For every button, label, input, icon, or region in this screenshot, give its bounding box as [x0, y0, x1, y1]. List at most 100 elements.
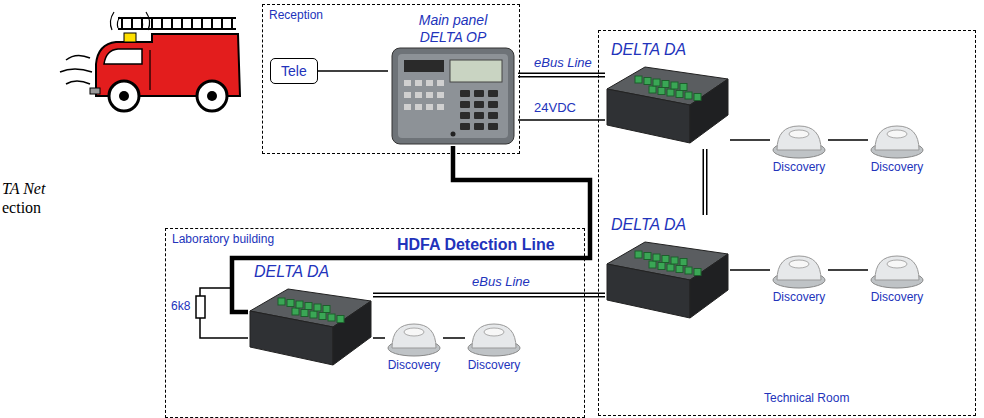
terminal-block	[676, 91, 683, 98]
node-label: Discovery	[770, 160, 828, 175]
node-label: Main panel DELTA OP	[388, 12, 518, 46]
node-label: DELTA DA	[605, 40, 730, 59]
unit-front	[250, 311, 333, 365]
terminal-block	[653, 79, 660, 86]
detector-svg	[770, 250, 828, 290]
panel-key	[460, 112, 470, 119]
detector-dome	[392, 324, 436, 348]
wheels	[109, 81, 139, 111]
detector-image	[871, 256, 923, 288]
ladder-rung	[171, 18, 173, 29]
main-panel: Main panel DELTA OP	[388, 12, 518, 146]
siren-waves	[117, 17, 120, 28]
node-label: Reception	[269, 8, 323, 22]
terminal-block	[658, 88, 665, 95]
connector-line	[518, 73, 605, 78]
terminal-block	[644, 253, 651, 260]
ladder-rung	[211, 18, 213, 29]
terminal-block	[323, 306, 330, 313]
connector	[705, 149, 706, 215]
terminal-block	[653, 254, 660, 261]
detector-dome	[777, 126, 821, 150]
ladder-rung	[231, 18, 233, 29]
terminal-block	[667, 264, 674, 271]
delta-da-image	[248, 281, 373, 371]
terminal-block	[296, 301, 303, 308]
panel-led-display	[404, 60, 444, 72]
detector-image	[468, 324, 520, 356]
siren-light	[124, 33, 136, 42]
terminal-block	[287, 300, 294, 307]
delta-da-unit: DELTA DA	[605, 40, 730, 149]
panel-button	[415, 80, 422, 86]
terminal-block	[694, 94, 701, 101]
node-label: Discovery	[868, 290, 926, 305]
wheels	[109, 81, 227, 111]
terminal-block	[310, 311, 317, 318]
panel-button	[426, 80, 433, 86]
panel-housing	[392, 48, 514, 144]
panel-lock	[451, 132, 456, 137]
terminal-block	[662, 81, 669, 88]
panel-key	[488, 101, 498, 108]
wheels	[119, 91, 129, 101]
terminal-block	[667, 89, 674, 96]
cut-off-note: TA Net	[2, 180, 45, 198]
connector	[828, 270, 868, 271]
node-label: DELTA DA	[605, 215, 730, 234]
ladder-rung	[151, 18, 153, 29]
detector-image	[871, 126, 923, 158]
detector-dome	[472, 324, 516, 348]
line-label: eBus Line	[470, 274, 532, 289]
node-label: Discovery	[770, 290, 828, 305]
speed-lines	[60, 55, 92, 84]
terminal-block	[305, 303, 312, 310]
terminal-block	[649, 86, 656, 93]
panel-button	[404, 80, 411, 86]
unit-side	[333, 301, 371, 365]
detector-svg	[770, 120, 828, 160]
node-label: Discovery	[868, 160, 926, 175]
speed-lines	[60, 69, 92, 72]
node-label: Tele	[281, 63, 307, 79]
connector	[828, 140, 868, 141]
delta-da-unit: DELTA DA	[248, 262, 373, 371]
terminal-block	[680, 84, 687, 91]
detector-chamber	[789, 130, 809, 138]
wheels	[197, 81, 227, 111]
connector-line	[730, 139, 770, 141]
unit-side	[690, 254, 728, 318]
siren-waves	[110, 12, 114, 30]
ladder-rung	[191, 18, 193, 29]
room-region: Laboratory buildingDELTA DADiscoveryDisc…	[165, 228, 585, 418]
panel-key	[474, 112, 484, 119]
ladder	[122, 18, 232, 29]
connector	[730, 140, 770, 141]
panel-key	[488, 112, 498, 119]
node-label: Discovery	[465, 358, 523, 373]
detector-chamber	[404, 328, 424, 336]
connector-line	[828, 139, 868, 141]
terminal-block	[337, 316, 344, 323]
detector-chamber	[887, 260, 907, 268]
room-region: ReceptionTele Main panel DELTA OP	[262, 4, 520, 154]
fire-truck	[60, 12, 240, 111]
detector-svg	[385, 318, 443, 358]
panel-key	[474, 123, 484, 130]
terminal-block	[685, 92, 692, 99]
ladder	[118, 17, 236, 19]
connector	[443, 338, 465, 339]
terminal-block	[658, 263, 665, 270]
panel-button	[426, 104, 433, 110]
siren-waves	[110, 12, 149, 30]
connector	[232, 146, 590, 312]
detector-chamber	[789, 260, 809, 268]
ladder-rung	[161, 18, 163, 29]
unit-front	[607, 264, 690, 318]
siren-waves	[140, 17, 143, 28]
panel-button	[404, 92, 411, 98]
panel-lcd	[450, 60, 502, 82]
detector-svg	[868, 120, 926, 160]
panel-button	[404, 104, 411, 110]
bumper	[90, 88, 100, 94]
